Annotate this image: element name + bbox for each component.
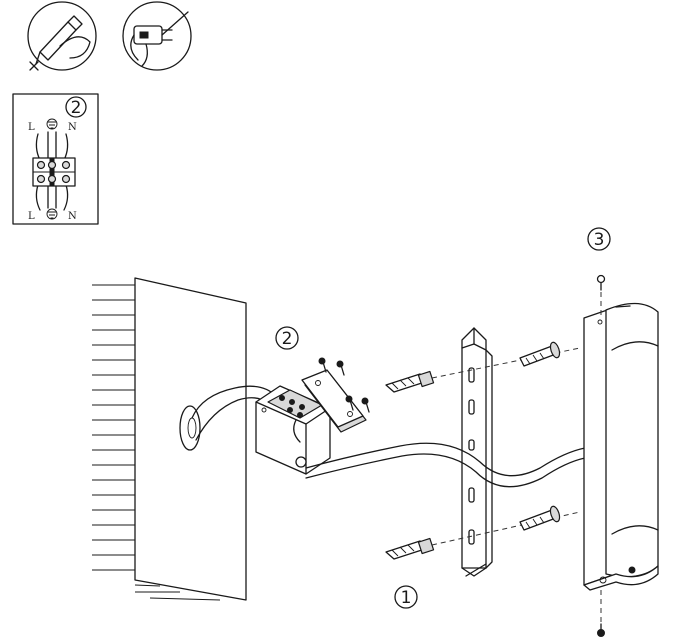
wall-plug-upper	[385, 370, 435, 393]
screw-lower	[519, 505, 561, 531]
screw-upper	[519, 341, 561, 367]
step-number-2: 2	[282, 329, 293, 349]
terminal-label-l-bottom: L	[28, 211, 35, 222]
junction-box-lid	[301, 369, 367, 433]
lamp-cable	[305, 442, 586, 488]
lid-screws	[318, 357, 370, 413]
plug-disconnect-icon	[122, 1, 192, 71]
wiring-inset: 2 L N L N	[12, 93, 99, 225]
lamp-bottom-screw	[597, 590, 605, 637]
no-power-tester-icon	[27, 1, 97, 71]
terminal-label-n-bottom: N	[68, 211, 77, 222]
earth-ground-icon-top	[46, 118, 58, 130]
earth-ground-icon-bottom	[46, 208, 58, 220]
step-number-3: 3	[594, 230, 605, 250]
mounting-bracket	[431, 327, 581, 577]
step-3-circle	[587, 227, 611, 251]
mains-cable	[179, 385, 277, 451]
step-2-circle	[275, 326, 299, 350]
wall-lamp	[583, 302, 659, 591]
step-1-circle	[394, 585, 418, 609]
inset-step-number: 2	[71, 98, 82, 118]
lamp-top-screw	[596, 274, 606, 318]
terminal-label-n-top: N	[68, 122, 77, 133]
terminal-block	[32, 157, 76, 187]
wall-plug-lower	[385, 537, 435, 560]
step-number-1: 1	[401, 588, 412, 608]
junction-box	[255, 385, 331, 475]
wall-section	[92, 277, 247, 601]
terminal-label-l-top: L	[28, 122, 35, 133]
